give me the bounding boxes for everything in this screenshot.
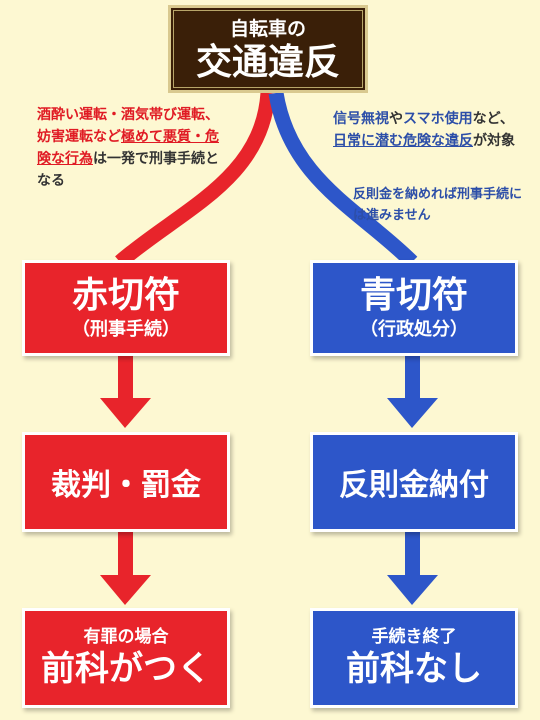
blue-arrow-shaft-1 bbox=[405, 350, 420, 402]
penalty-payment-box: 反則金納付 bbox=[310, 432, 518, 532]
criminal-record-small: 有罪の場合 bbox=[83, 627, 169, 647]
right-note-underlined: 日常に潜む危険な違反 bbox=[333, 133, 473, 149]
right-note-mid2: など、 bbox=[472, 111, 514, 127]
criminal-record-box: 有罪の場合 前科がつく bbox=[22, 608, 230, 708]
trial-fine-box: 裁判・罰金 bbox=[22, 432, 230, 532]
no-record-big: 前科なし bbox=[346, 649, 482, 689]
red-branch-curve bbox=[115, 92, 276, 268]
red-arrow-shaft-1 bbox=[118, 350, 133, 402]
title-box: 自転車の 交通違反 bbox=[168, 5, 368, 93]
right-note-blue1: 信号無視 bbox=[333, 111, 389, 127]
criminal-record-big: 前科がつく bbox=[41, 649, 211, 689]
title-big: 交通違反 bbox=[195, 42, 340, 83]
right-note: 信号無視やスマホ使用など、日常に潜む危険な違反が対象 bbox=[333, 108, 523, 152]
red-ticket-box: 赤切符 （刑事手続） bbox=[22, 260, 230, 356]
blue-ticket-box: 青切符 （行政処分） bbox=[310, 260, 518, 356]
left-note-tail: は一発で刑事手続となる bbox=[37, 151, 219, 189]
no-record-box: 手続き終了 前科なし bbox=[310, 608, 518, 708]
right-note-blue2: スマホ使用 bbox=[403, 111, 473, 127]
right-note-sub: 反則金を納めれば刑事手続には進みません bbox=[353, 187, 523, 223]
blue-arrow-head-2 bbox=[387, 575, 438, 605]
left-note-red: 酒酔い運転・酒気帯び運転、妨害運転など bbox=[37, 107, 219, 145]
blue-ticket-title: 青切符 bbox=[359, 275, 468, 316]
blue-arrow-head-1 bbox=[387, 398, 438, 428]
left-note-underlined: 極めて悪質・危険な行為 bbox=[37, 129, 219, 167]
title-small: 自転車の bbox=[229, 18, 306, 40]
red-arrow-head-2 bbox=[100, 575, 151, 605]
red-ticket-subtitle: （刑事手続） bbox=[72, 319, 180, 340]
red-arrow-shaft-2 bbox=[118, 527, 133, 579]
red-arrow-head-1 bbox=[100, 398, 151, 428]
blue-ticket-subtitle: （行政処分） bbox=[360, 319, 468, 340]
penalty-payment-label: 反則金納付 bbox=[339, 468, 489, 503]
no-record-small: 手続き終了 bbox=[371, 627, 457, 647]
right-note-tail: が対象 bbox=[473, 133, 515, 149]
trial-fine-label: 裁判・罰金 bbox=[51, 468, 201, 503]
red-ticket-title: 赤切符 bbox=[71, 275, 180, 316]
blue-arrow-shaft-2 bbox=[405, 527, 420, 579]
left-note: 酒酔い運転・酒気帯び運転、妨害運転など極めて悪質・危険な行為は一発で刑事手続とな… bbox=[37, 104, 232, 192]
blue-branch-curve bbox=[268, 91, 418, 268]
right-note-mid1: や bbox=[389, 111, 403, 127]
